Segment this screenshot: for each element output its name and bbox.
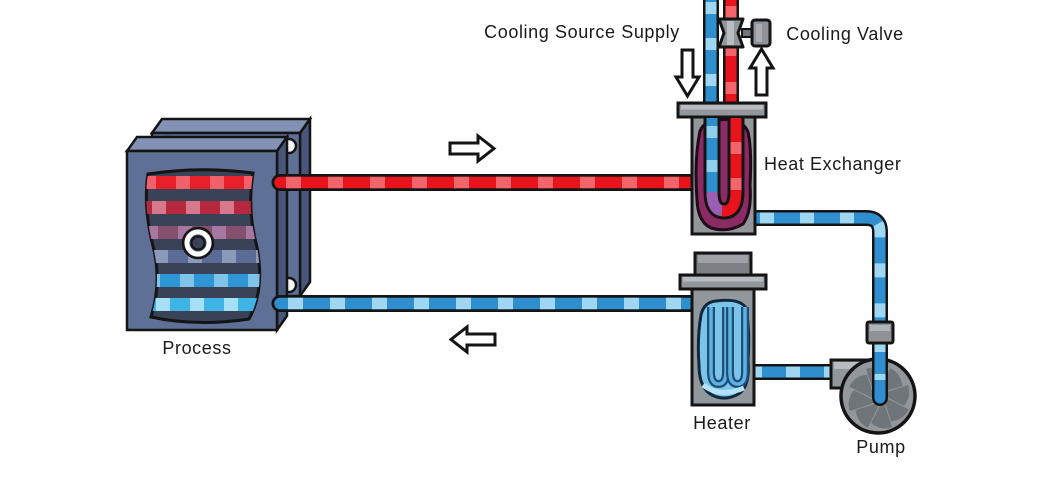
label-cooling-source-supply: Cooling Source Supply — [484, 22, 680, 42]
impeller-blade — [848, 390, 877, 411]
flow-left-arrow — [448, 323, 497, 356]
process-port-outer-ring — [181, 226, 215, 260]
heater-element-1 — [709, 307, 728, 386]
cooling-in-arrow — [673, 48, 702, 99]
pipe-coupler-highlight — [870, 325, 890, 331]
valve-actuator-highlight — [756, 24, 762, 42]
flow-right-arrow — [448, 132, 497, 165]
heater-element-2 — [728, 307, 747, 386]
heater-cap-highlight — [698, 255, 748, 263]
hx-to-pump-pipe-fill — [748, 212, 886, 336]
impeller-blade — [855, 402, 881, 428]
stripe-cold-1 — [146, 274, 260, 287]
label-heater: Heater — [693, 413, 751, 433]
stripe-hot-1 — [146, 176, 260, 189]
hx-u-tube-transition — [706, 191, 723, 216]
heater-flange-highlight — [683, 277, 763, 282]
heat-exchanger — [676, 101, 768, 236]
process-back-plate-top — [149, 117, 313, 135]
label-heat-exchanger: Heat Exchanger — [764, 154, 901, 174]
valve-body-highlight — [727, 21, 734, 45]
cooling-valve — [717, 17, 772, 49]
impeller-blade — [883, 396, 909, 422]
pump-suction-pipe — [865, 320, 895, 406]
impeller-blade — [849, 374, 875, 400]
impeller-blade — [881, 385, 910, 406]
label-cooling-valve: Cooling Valve — [786, 24, 904, 44]
hx-flange-highlight — [681, 105, 763, 110]
process-back-plate-side — [298, 115, 312, 300]
impeller-blade — [871, 400, 892, 429]
process-block — [124, 115, 313, 334]
heater — [678, 251, 768, 407]
cooling-out-arrow — [747, 46, 776, 97]
process-port-center — [190, 235, 206, 251]
label-process: Process — [162, 338, 231, 358]
hx-to-pump-pipe — [748, 210, 888, 336]
hx-to-pump-pipe-highlight — [760, 212, 886, 336]
hx-to-pump-pipe-outline — [748, 210, 888, 336]
process-front-plate-top — [124, 135, 290, 153]
label-pump: Pump — [856, 437, 905, 457]
heater-fluid-wave — [701, 382, 745, 395]
